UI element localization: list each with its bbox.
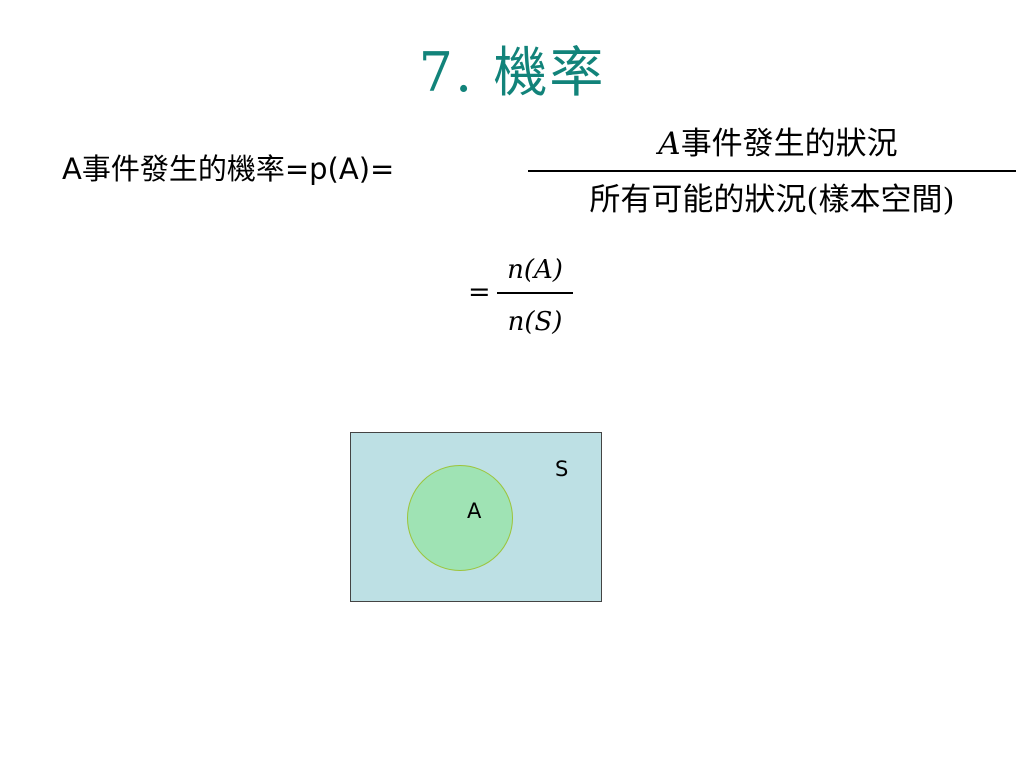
fraction-numerator: A事件發生的狀況 — [528, 120, 1016, 168]
fraction-bar — [528, 170, 1016, 172]
formula-equals-sign: = — [468, 277, 491, 308]
count-denominator: n(S) — [507, 307, 563, 337]
sample-space-label: S — [555, 457, 569, 481]
venn-event-circle — [407, 465, 513, 571]
probability-definition-lhs: A事件發生的機率=p(A)= — [62, 152, 395, 186]
numerator-text: 事件發生的狀況 — [680, 126, 898, 162]
venn-diagram-sample-space: S A — [350, 432, 602, 602]
slide-title: 7. 機率 — [418, 41, 606, 104]
fraction-denominator: 所有可能的狀況(樣本空間) — [589, 182, 955, 218]
numerator-variable: A — [658, 126, 681, 162]
count-fraction-bar — [497, 292, 573, 294]
probability-definition-fraction: A事件發生的狀況 所有可能的狀況(樣本空間) — [528, 120, 1016, 222]
count-numerator: n(A) — [507, 255, 563, 285]
count-ratio-fraction: n(A) n(S) — [497, 252, 573, 340]
event-label: A — [467, 499, 482, 523]
